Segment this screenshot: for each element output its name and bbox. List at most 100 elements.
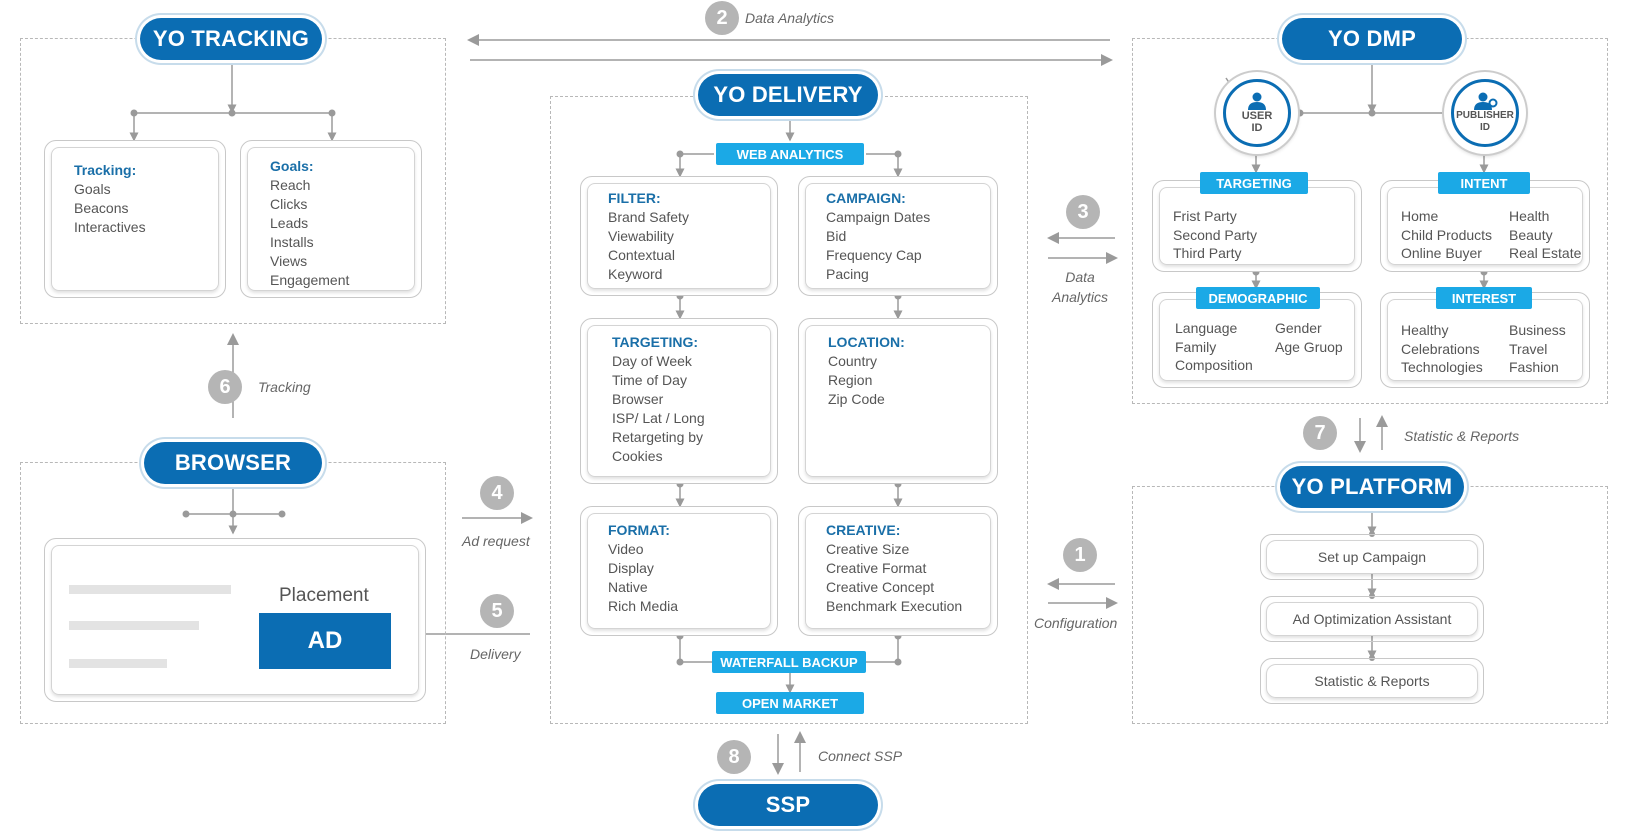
card-title: Goals: xyxy=(270,158,314,174)
card-item: Display xyxy=(608,560,654,576)
flow-2-badge: 2 xyxy=(705,1,739,35)
card-item: Views xyxy=(270,253,308,269)
demographic-item: Gender xyxy=(1275,320,1322,336)
card-item: Rich Media xyxy=(608,598,679,614)
dmp-targeting-tag: TARGETING xyxy=(1200,172,1308,194)
targeting-item: Frist Party xyxy=(1173,208,1237,224)
content-line xyxy=(69,585,231,594)
card-item: Contextual xyxy=(608,247,675,263)
flow-2-label: Data Analytics xyxy=(745,10,834,26)
card-item: Cookies xyxy=(612,448,663,464)
intent-item: Real Estate xyxy=(1509,245,1582,261)
browser-title: BROWSER xyxy=(144,442,322,484)
intent-item: Beauty xyxy=(1509,226,1553,243)
filter-card: FILTER: Brand Safety Viewability Context… xyxy=(580,176,778,296)
intent-tag: INTENT xyxy=(1438,172,1530,194)
card-item: Creative Format xyxy=(826,560,927,576)
card-item: Viewability xyxy=(608,228,674,244)
card-item: Installs xyxy=(270,234,314,250)
targeting-item: Second Party xyxy=(1173,226,1258,243)
card-item: Interactives xyxy=(74,219,146,235)
user-id-node: USER ID xyxy=(1216,72,1298,154)
publisher-id-label-1: PUBLISHER xyxy=(1456,110,1514,121)
publisher-id-node: PUBLISHER ID xyxy=(1444,72,1526,154)
interest-item: Healthy xyxy=(1401,322,1449,338)
card-item: Native xyxy=(608,579,648,595)
placement-label: Placement xyxy=(279,585,369,606)
format-card: FORMAT: Video Display Native Rich Media xyxy=(580,506,778,636)
card-item: Goals xyxy=(74,181,111,197)
card-item: Engagement xyxy=(270,272,350,288)
goals-card: Goals: Reach Clicks Leads Installs Views… xyxy=(240,140,422,298)
ad-optimization-button[interactable]: Ad Optimization Assistant xyxy=(1260,596,1484,642)
card-item: Day of Week xyxy=(612,353,692,369)
flow-4-label: Ad request xyxy=(462,533,530,549)
card-item: Leads xyxy=(270,215,309,231)
intent-item: Child Products xyxy=(1401,226,1493,243)
card-item: Clicks xyxy=(270,196,308,212)
flow-8-label: Connect SSP xyxy=(818,748,903,764)
tracking-card: Tracking: Goals Beacons Interactives xyxy=(44,140,226,298)
platform-title: YO PLATFORM xyxy=(1280,466,1464,508)
dmp-title: YO DMP xyxy=(1282,18,1462,60)
targeting-card: TARGETING: Day of Week Time of Day Brows… xyxy=(580,318,778,484)
location-card: LOCATION: Country Region Zip Code xyxy=(798,318,998,484)
demographic-tag: DEMOGRAPHIC xyxy=(1196,287,1320,309)
setup-campaign-button[interactable]: Set up Campaign xyxy=(1260,534,1484,580)
content-line xyxy=(69,659,167,668)
interest-item: Technologies xyxy=(1401,359,1483,375)
card-item: Reach xyxy=(270,177,311,193)
campaign-card: CAMPAIGN: Campaign Dates Bid Frequency C… xyxy=(798,176,998,296)
ssp-title: SSP xyxy=(698,784,878,826)
user-id-label-1: USER xyxy=(1241,110,1273,122)
card-title: CREATIVE: xyxy=(826,522,901,538)
interest-tag: INTEREST xyxy=(1436,287,1532,309)
targeting-item: Third Party xyxy=(1173,245,1242,261)
creative-card: CREATIVE: Creative Size Creative Format … xyxy=(798,506,998,636)
card-item: Browser xyxy=(612,391,664,407)
dmp-targeting-card: Frist Party Second Party Third Party xyxy=(1152,180,1362,272)
intent-item: Online Buyer xyxy=(1401,245,1482,261)
flow-5-label: Delivery xyxy=(470,646,521,662)
flow-1-label: Configuration xyxy=(1034,615,1118,631)
flow-7-badge: 7 xyxy=(1303,416,1337,450)
flow-3-badge: 3 xyxy=(1066,195,1100,229)
publisher-icon xyxy=(1474,92,1498,110)
card-item: Retargeting by xyxy=(612,429,704,445)
content-line xyxy=(69,621,199,630)
interest-item: Celebrations xyxy=(1401,340,1480,357)
publisher-id-label-2: ID xyxy=(1480,122,1490,133)
demographic-item: Composition xyxy=(1175,357,1253,373)
card-title: LOCATION: xyxy=(828,334,905,350)
flow-3-label: Data Analytics xyxy=(1051,269,1109,305)
card-item: Creative Concept xyxy=(826,579,935,595)
card-title: Tracking: xyxy=(74,162,137,178)
ad-optimization-label: Ad Optimization Assistant xyxy=(1266,602,1478,636)
card-item: Video xyxy=(608,541,644,557)
statistic-reports-button[interactable]: Statistic & Reports xyxy=(1260,658,1484,704)
interest-item: Fashion xyxy=(1509,359,1559,375)
ad-box: AD xyxy=(259,613,391,669)
card-item: Country xyxy=(828,353,878,369)
card-item: Campaign Dates xyxy=(826,209,931,225)
interest-item: Business xyxy=(1509,322,1566,338)
card-item: Zip Code xyxy=(828,391,885,407)
flow-5-badge: 5 xyxy=(480,594,514,628)
card-title: TARGETING: xyxy=(612,334,699,350)
card-item: Frequency Cap xyxy=(826,247,922,263)
demographic-item: Language xyxy=(1175,320,1238,336)
intent-item: Home xyxy=(1401,208,1439,224)
card-title: CAMPAIGN: xyxy=(826,190,906,206)
card-item: Brand Safety xyxy=(608,209,689,225)
setup-campaign-label: Set up Campaign xyxy=(1266,540,1478,574)
intent-item: Health xyxy=(1509,208,1550,224)
user-id-label-2: ID xyxy=(1251,122,1263,134)
interest-item: Travel xyxy=(1509,340,1548,357)
card-item: Bid xyxy=(826,228,847,244)
card-title: FORMAT: xyxy=(608,522,670,538)
card-item: Benchmark Execution xyxy=(826,598,963,614)
card-item: Beacons xyxy=(74,200,129,216)
card-item: Pacing xyxy=(826,266,869,282)
delivery-title: YO DELIVERY xyxy=(698,74,878,116)
flow-8-badge: 8 xyxy=(717,740,751,774)
